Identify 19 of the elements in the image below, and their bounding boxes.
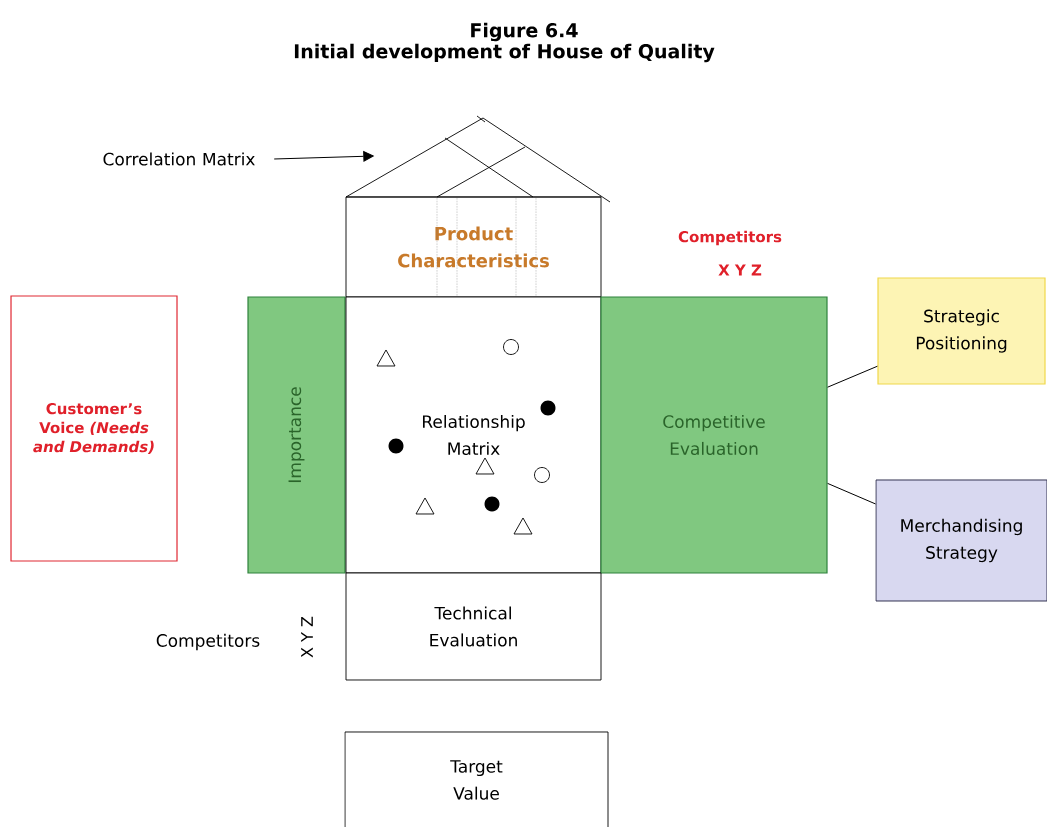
output-box: Strategic Positioning: [877, 277, 1046, 385]
section-box: Technical Evaluation: [345, 572, 602, 681]
callout-text: Correlation Matrix: [103, 152, 255, 166]
input-box: Customer’s Voice (Needs and Demands): [10, 295, 178, 562]
output-box: Merchandising Strategy: [875, 479, 1047, 602]
competitor-letters: X Y Z: [718, 264, 762, 276]
connector-line: [827, 482, 876, 505]
connector-line: [827, 365, 878, 388]
section-box: Product Characteristics: [345, 196, 602, 298]
figure-title: Figure 6.4: [471, 22, 578, 42]
arrow: [273, 151, 374, 162]
competitor-heading: Competitors: [156, 633, 260, 651]
section-box: Importance: [247, 296, 346, 574]
competitor-letters: X Y Z: [301, 616, 313, 658]
figure-caption: Initial development of House of Quality: [294, 43, 715, 63]
competitor-heading: Competitors: [678, 230, 782, 246]
roof-drawing: [345, 115, 611, 203]
section-box: Competitive Evaluation: [600, 296, 828, 574]
section-box: Target Value: [344, 731, 609, 827]
